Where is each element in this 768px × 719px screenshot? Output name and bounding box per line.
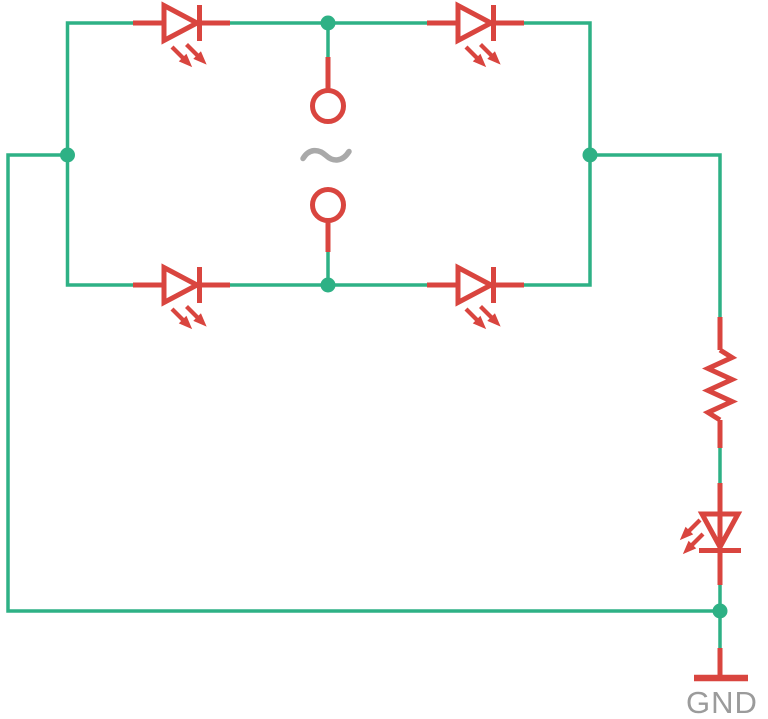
wire-left-rail-and-bottom: [6, 153, 722, 613]
ac-source: [310, 57, 346, 252]
led-bridge-bottom-left: [133, 267, 230, 333]
junction-dot-ground: [712, 603, 728, 619]
wire-right-branch-top: [588, 153, 722, 319]
junction-dots: [60, 15, 728, 619]
ac-terminal-bottom-icon: [310, 187, 346, 223]
wire-bridge-loop: [65, 21, 592, 287]
wire-net: [6, 21, 722, 650]
junction-dot-right: [582, 147, 598, 163]
resistor-zigzag-icon: [701, 347, 739, 423]
led-bridge-bottom-right: [427, 267, 524, 333]
resistor: [701, 317, 739, 448]
components-layer: [133, 5, 748, 682]
led-bridge-top-left: [133, 5, 230, 71]
ground-symbol: [694, 648, 748, 682]
led-bridge-top-right: [427, 5, 524, 71]
ac-tilde-icon: [300, 147, 352, 163]
gnd-label: GND: [686, 685, 758, 719]
led-output: [676, 483, 743, 585]
ac-terminal-top-icon: [310, 88, 346, 124]
junction-dot-bottom-center: [320, 277, 336, 293]
junction-dot-left: [60, 147, 75, 163]
junction-dot-top-center: [320, 15, 336, 31]
